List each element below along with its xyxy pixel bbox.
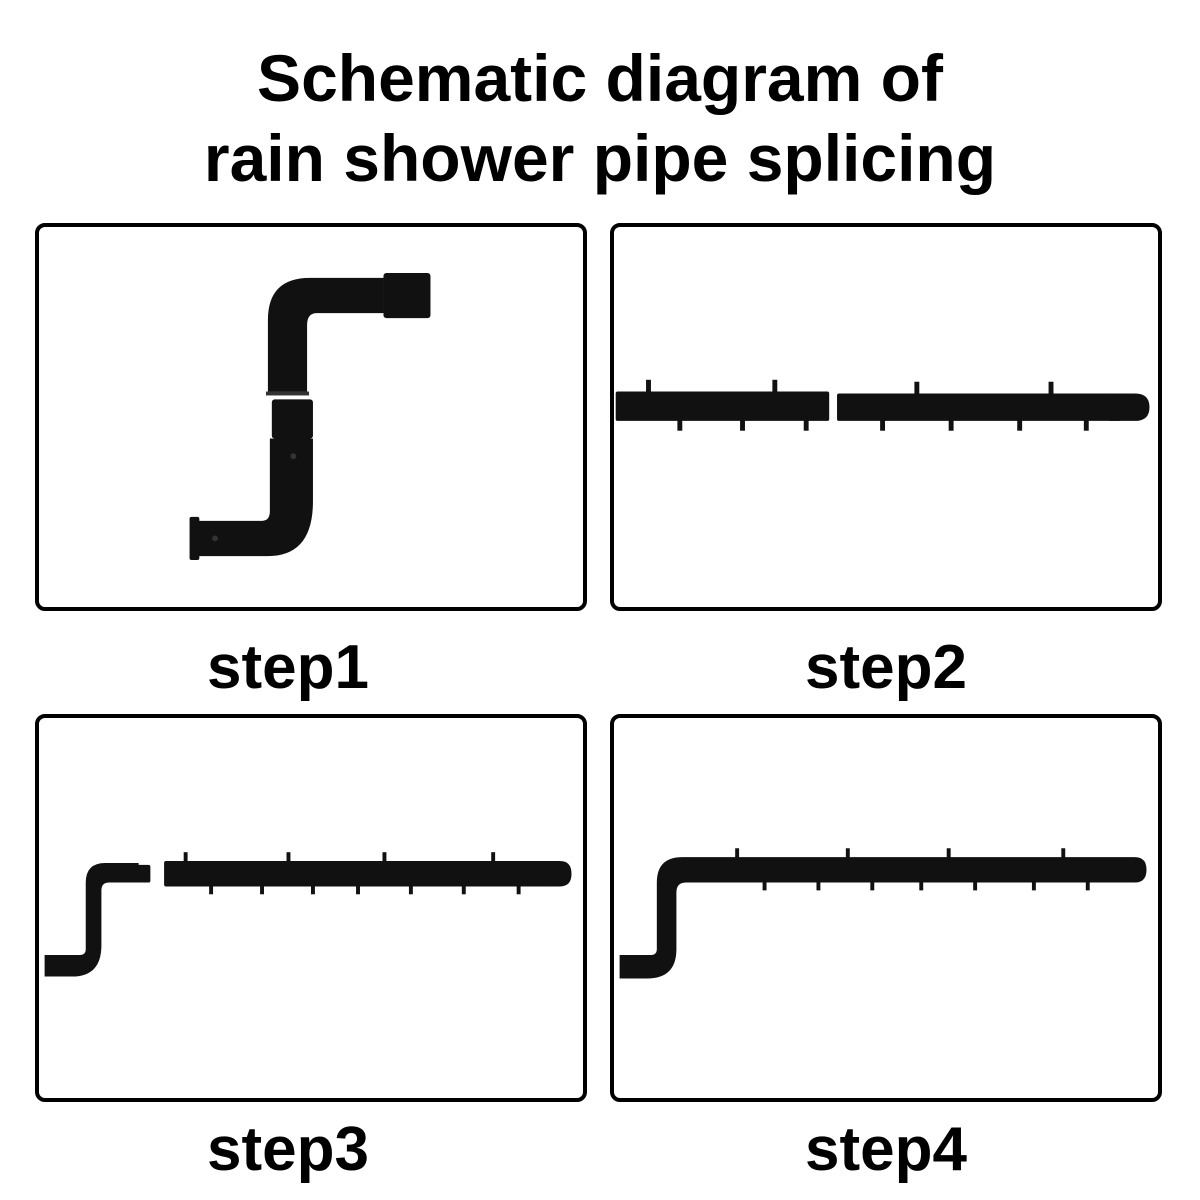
upper-elbow bbox=[267, 277, 384, 392]
step4-panel bbox=[610, 714, 1162, 1102]
nozzles-bottom bbox=[209, 885, 521, 895]
lower-elbow-end bbox=[189, 516, 200, 560]
step1-label: step1 bbox=[207, 633, 369, 702]
nozzles-top bbox=[735, 848, 1066, 859]
screw-dot bbox=[212, 535, 218, 542]
step3-panel bbox=[35, 714, 587, 1102]
elbow-assembly bbox=[44, 862, 139, 977]
step1-panel bbox=[35, 223, 587, 611]
step2-panel bbox=[610, 223, 1162, 611]
elbow-thread bbox=[136, 864, 151, 883]
lower-elbow bbox=[197, 438, 313, 557]
step2-illustration bbox=[615, 379, 1150, 431]
title-line-1: Schematic diagram of bbox=[257, 41, 943, 115]
upper-elbow-collar bbox=[265, 391, 310, 396]
assembled-pipe bbox=[619, 857, 1147, 979]
screw-dot bbox=[290, 453, 297, 460]
diagram-title: Schematic diagram of rain shower pipe sp… bbox=[0, 38, 1200, 198]
bar-section-left bbox=[615, 391, 830, 421]
title-line-2: rain shower pipe splicing bbox=[203, 121, 997, 195]
upper-elbow-thread bbox=[383, 273, 431, 319]
step2-label: step2 bbox=[805, 633, 967, 702]
lower-elbow-socket bbox=[271, 399, 313, 439]
step3-label: step3 bbox=[207, 1115, 369, 1184]
nozzles-top bbox=[646, 379, 1054, 396]
nozzles-top bbox=[183, 852, 496, 862]
combined-bar bbox=[164, 860, 556, 887]
step4-label: step4 bbox=[805, 1115, 967, 1184]
bar-section-right bbox=[837, 393, 1122, 421]
nozzles-bottom bbox=[762, 881, 1090, 891]
bar-end-cap bbox=[549, 860, 572, 887]
step3-illustration bbox=[44, 852, 572, 977]
step1-illustration bbox=[189, 273, 431, 560]
step4-illustration bbox=[619, 848, 1147, 979]
nozzles-bottom bbox=[677, 418, 1089, 431]
bar-end-cap bbox=[1109, 393, 1150, 421]
